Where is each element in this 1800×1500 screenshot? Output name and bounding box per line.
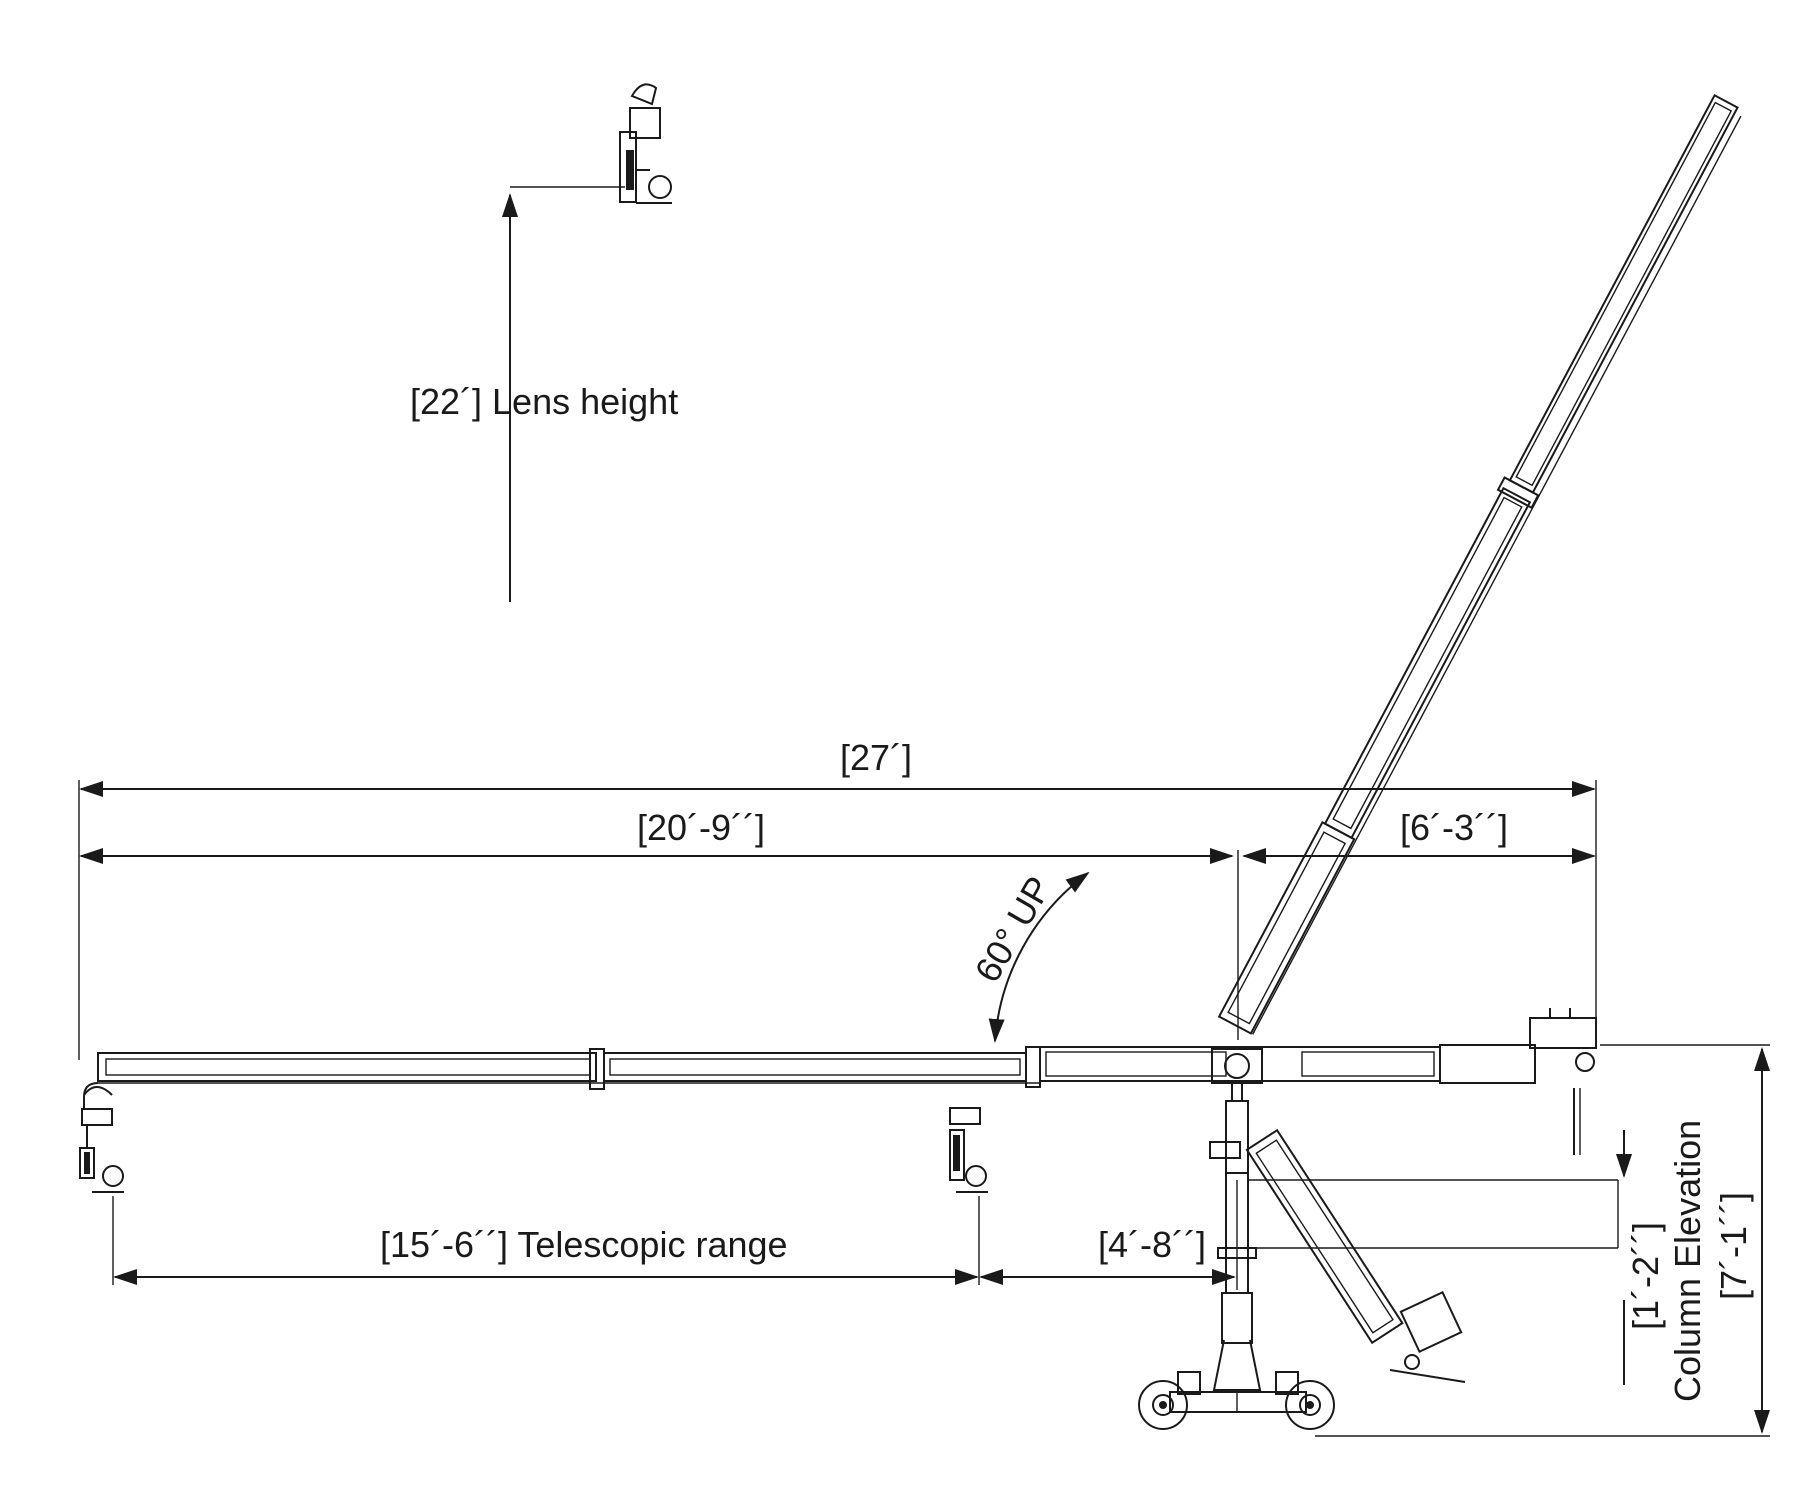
- min-reach-label: [4´-8´´]: [1098, 1224, 1206, 1265]
- rear-arm-label: [6´-3´´]: [1400, 807, 1508, 848]
- camera-head-left: [79, 1108, 124, 1193]
- counterweight: [1529, 1017, 1597, 1049]
- lens-height-label: [22´] Lens height: [410, 381, 678, 422]
- folded-arm: [1245, 1128, 1466, 1383]
- column-elevation-value: [7´-1´´]: [1713, 1192, 1754, 1300]
- dolly-base: [1138, 1371, 1335, 1430]
- front-arm-label: [20´-9´´]: [637, 807, 765, 848]
- camera-head-retracted: [949, 1107, 988, 1193]
- camera-head-top: [619, 83, 672, 204]
- column-travel-label: [1´-2´´]: [1625, 1222, 1666, 1330]
- tilt-angle-label: 60° UP: [966, 869, 1059, 989]
- column-elevation-label: Column Elevation: [1667, 1120, 1708, 1402]
- telescopic-range-label: [15´-6´´] Telescopic range: [380, 1224, 788, 1265]
- tilt-arc: [988, 871, 1090, 1043]
- total-length-label: [27´]: [840, 737, 912, 778]
- horizontal-boom-arm: [83, 1008, 1597, 1155]
- tilted-boom-arm: [619, 83, 1742, 1035]
- dimension-lines: [78, 186, 1770, 1437]
- column: [1209, 1082, 1262, 1391]
